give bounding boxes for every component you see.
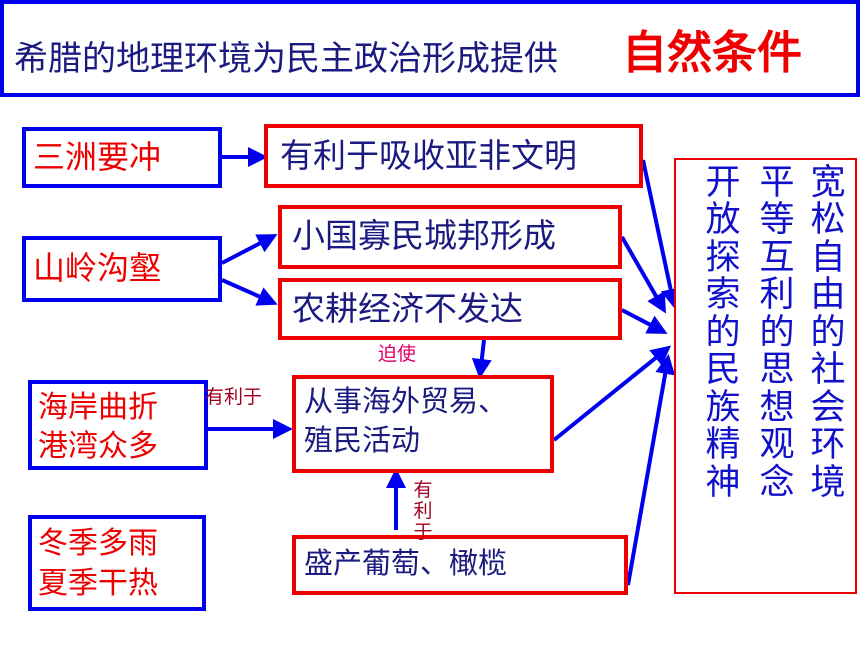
arrow-e1-result: [641, 159, 681, 309]
title-bar: [0, 0, 860, 97]
effect-absorb: 有利于吸收亚非文明: [280, 136, 577, 175]
arrow-e3-e4: [471, 339, 492, 379]
arrow-e3-result: [621, 308, 668, 334]
effect-box-produce: [292, 535, 628, 595]
arrow-e4-result: [552, 345, 672, 442]
cause-crossroads: 三洲要冲: [33, 138, 162, 176]
cause-mountains: 山岭沟壑: [33, 249, 162, 287]
cause-climate-line1: 冬季多雨: [38, 526, 158, 561]
arrow-c2-e3: [221, 278, 278, 306]
cause-box-crossroads: [22, 127, 222, 188]
effect-trade-line2: 殖民活动: [304, 423, 421, 457]
cause-coast-line2: 港湾众多: [38, 429, 158, 464]
result-social-environment: 宽松自由的社会环境: [810, 163, 846, 503]
cause-climate-line2: 夏季干热: [38, 566, 158, 601]
cause-box-climate: [28, 515, 206, 611]
effect-box-absorb: [264, 124, 643, 188]
cause-box-mountains: [22, 236, 222, 302]
label-benefit-horizontal: 有利于: [205, 386, 263, 408]
effect-trade-line1: 从事海外贸易、: [304, 384, 508, 418]
effect-box-farming: [278, 278, 622, 340]
label-force: 迫使: [378, 343, 417, 365]
result-open-spirit: 开放探索的民族精神: [705, 163, 741, 503]
effect-farming: 农耕经济不发达: [292, 289, 523, 328]
label-benefit-vertical: 有利于: [413, 480, 433, 540]
page-title: 希腊的地理环境为民主政治形成提供: [14, 39, 558, 79]
arrow-e2-result: [620, 236, 666, 314]
effect-box-trade: [292, 375, 554, 473]
effect-citystate: 小国寡民城邦形成: [292, 216, 556, 255]
arrow-e5-result: [626, 354, 676, 586]
effect-box-citystate: [278, 205, 622, 269]
arrow-c2-e2: [221, 234, 278, 265]
cause-coast-line1: 海岸曲折: [38, 390, 158, 425]
cause-box-coast: [28, 380, 208, 470]
effect-produce: 盛产葡萄、橄榄: [304, 546, 508, 580]
page-title-emphasis: 自然条件: [622, 26, 803, 79]
result-equality-ideas: 平等互利的思想观念: [759, 163, 795, 503]
result-box: [674, 158, 857, 594]
